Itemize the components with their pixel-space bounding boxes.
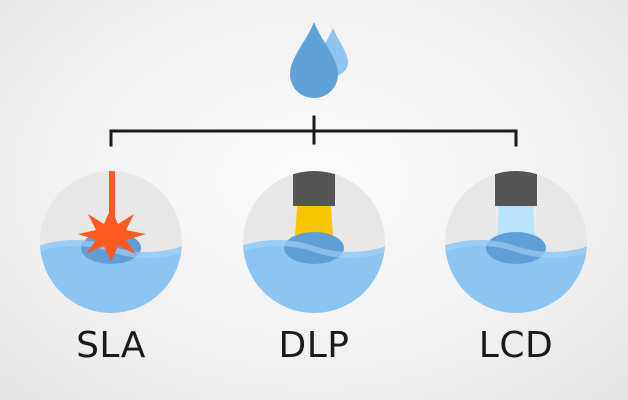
resin-surface xyxy=(40,240,182,313)
connector-tree xyxy=(109,115,518,147)
method-label-dlp: DLP xyxy=(278,325,350,366)
dlp-circle xyxy=(243,171,385,313)
resin-highlight xyxy=(445,240,587,258)
method-label-lcd: LCD xyxy=(478,325,554,366)
water-drop-icon xyxy=(290,22,348,98)
light-source-icon xyxy=(495,171,537,206)
laser-icon xyxy=(109,171,115,232)
laser-burst xyxy=(78,208,146,262)
lcd-circle xyxy=(445,171,587,313)
resin-highlight xyxy=(243,240,385,258)
front-drop xyxy=(290,22,338,98)
sla-circle xyxy=(40,171,182,313)
resin-surface xyxy=(243,240,385,313)
method-label-sla: SLA xyxy=(76,325,146,366)
resin-surface xyxy=(445,240,587,313)
projector-icon xyxy=(293,171,335,206)
